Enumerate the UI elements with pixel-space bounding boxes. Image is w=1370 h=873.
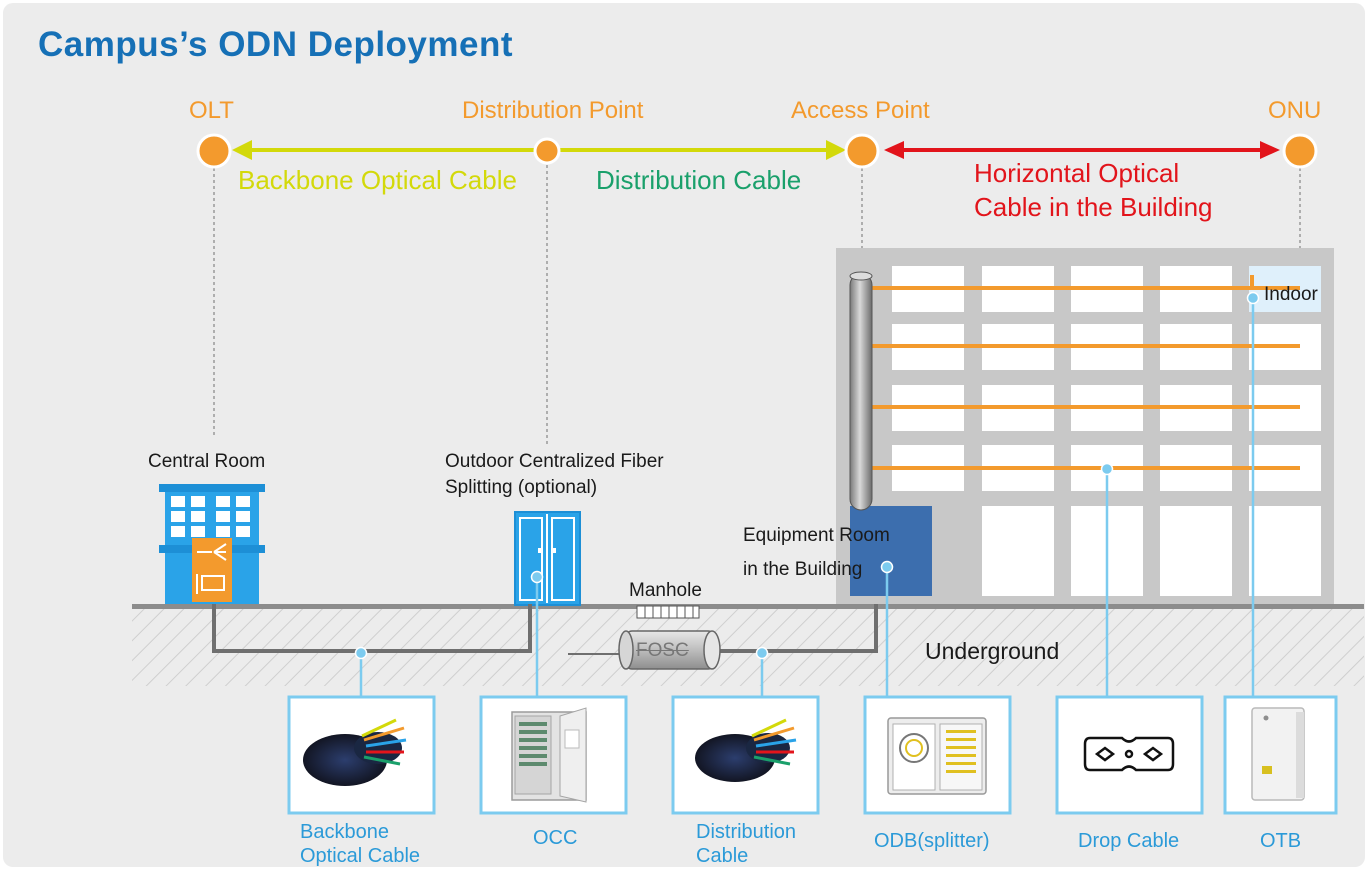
horizontal-arrowhead-right	[1260, 141, 1280, 159]
fiber-cable-icon	[303, 718, 407, 786]
occ-cabinet	[514, 511, 581, 606]
fiber-cable-icon	[695, 718, 797, 782]
distribution-cable-label: Distribution Cable	[596, 165, 802, 195]
product-box-otb	[1223, 695, 1338, 815]
equipment-room-block	[850, 506, 932, 596]
product-box-distribution	[671, 695, 820, 815]
backbone-cable-label: Backbone Optical Cable	[238, 165, 517, 195]
access-point-node-dot	[844, 133, 880, 169]
equipment-room-label-line2: in the Building	[743, 559, 863, 580]
product-box-occ	[479, 695, 628, 815]
occ-description-line1: Outdoor Centralized Fiber	[445, 451, 664, 472]
equipment-room-label-line1: Equipment Room	[743, 525, 890, 546]
central-room-building	[159, 484, 265, 604]
horizontal-arrowhead-left	[884, 141, 904, 159]
cabinet-icon	[511, 707, 587, 803]
product-label-occ: OCC	[533, 827, 578, 849]
horizontal-cable-label-line2: Cable in the Building	[974, 192, 1213, 222]
access-point-label: Access Point	[791, 97, 930, 124]
product-box-drop	[1055, 695, 1204, 815]
olt-label: OLT	[189, 97, 234, 124]
riser-pipe	[849, 273, 873, 511]
underground-cables	[212, 604, 878, 655]
distribution-point-label: Distribution Point	[462, 97, 644, 124]
product-label-drop: Drop Cable	[1078, 830, 1180, 852]
manhole-label: Manhole	[629, 580, 702, 601]
indoor-label: Indoor	[1264, 284, 1318, 305]
onu-label: ONU	[1268, 97, 1322, 124]
occ-description-line2: Splitting (optional)	[445, 477, 598, 498]
underground-area	[132, 606, 1364, 686]
product-label-backbone: Backbone Optical Cable	[300, 821, 421, 867]
drop-cable-section-icon	[1083, 736, 1175, 772]
product-label-otb: OTB	[1260, 830, 1302, 852]
distribution-arrowhead	[826, 140, 846, 160]
page-title: Campus’s ODN Deployment	[38, 25, 514, 64]
product-connector-dots	[354, 291, 1260, 660]
horizontal-floor-cables	[872, 275, 1300, 470]
central-room-label: Central Room	[148, 451, 266, 472]
splitter-box-icon	[887, 717, 987, 795]
underground-label: Underground	[925, 638, 1060, 664]
product-box-odb	[863, 695, 1012, 815]
terminal-box-icon	[1251, 707, 1305, 801]
onu-node-dot	[1282, 133, 1318, 169]
riser-pipe-top	[849, 271, 873, 281]
fosc-label: FOSC	[636, 640, 689, 661]
product-label-distribution: Distribution Cable	[696, 821, 797, 867]
product-label-odb: ODB(splitter)	[874, 830, 990, 852]
manhole	[636, 605, 700, 619]
distribution-point-node-dot	[533, 137, 561, 165]
product-box-backbone	[287, 695, 436, 815]
ground-line	[132, 604, 1364, 609]
product-connector-lines	[359, 298, 1255, 697]
olt-node-dot	[196, 133, 232, 169]
backbone-arrowhead	[232, 140, 252, 160]
fosc-closure	[618, 630, 721, 670]
horizontal-cable-label-line1: Horizontal Optical	[974, 158, 1180, 188]
